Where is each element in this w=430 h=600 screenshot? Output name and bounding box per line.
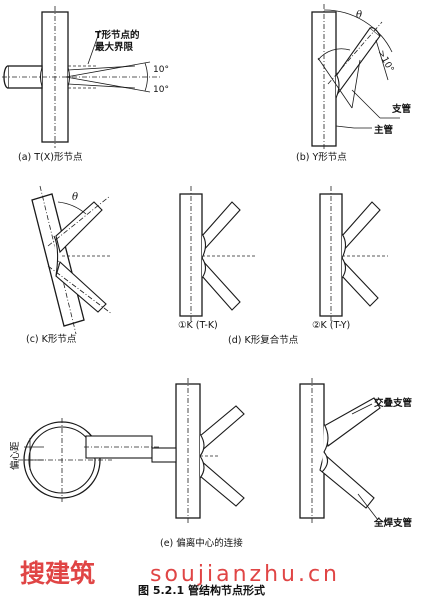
watermark-latin: soujianzhu.cn bbox=[150, 562, 340, 587]
panel-b-y-joint: θ >10° 支管 主管 (b) Y形节点 bbox=[296, 4, 412, 163]
t-limit-label-1: T形节点的 bbox=[95, 29, 140, 41]
panel-a-tx-joint: T形节点的 最大界限 10° 10° (a) T(X)形节点 bbox=[2, 6, 169, 163]
panel-c-k-joint: θ (c) K形节点 bbox=[26, 185, 113, 345]
branch-pipe-label: 支管 bbox=[391, 103, 412, 115]
theta-b: θ bbox=[356, 10, 362, 21]
watermark: 搜建筑 soujianzhu.cn bbox=[20, 559, 340, 588]
angle-10-upper: 10° bbox=[153, 65, 169, 75]
caption-d: (d) K形复合节点 bbox=[228, 334, 299, 346]
eccentricity-label: 偏心距 bbox=[9, 441, 21, 470]
caption-a: (a) T(X)形节点 bbox=[18, 151, 83, 163]
theta-c: θ bbox=[72, 192, 78, 203]
panel-d2-k-ty: ②K (T-Y) bbox=[312, 186, 388, 331]
caption-b: (b) Y形节点 bbox=[296, 151, 347, 163]
caption-d1: ①K (T-K) bbox=[178, 320, 218, 331]
full-weld-branch-label: 全焊支管 bbox=[373, 517, 413, 529]
figure-title: 图 5.2.1 管结构节点形式 bbox=[138, 583, 265, 597]
panel-e-eccentric: 偏心距 交叠支管 全焊支管 (e) 偏离中心的连接 bbox=[9, 378, 413, 549]
main-pipe-label: 主管 bbox=[374, 124, 394, 136]
watermark-cn: 搜建筑 bbox=[20, 559, 95, 588]
angle-10-lower: 10° bbox=[153, 85, 169, 95]
panel-d1-k-tk: ①K (T-K) bbox=[178, 186, 256, 331]
caption-e: (e) 偏离中心的连接 bbox=[160, 537, 243, 549]
caption-c: (c) K形节点 bbox=[26, 333, 77, 345]
overlap-branch-label: 交叠支管 bbox=[374, 397, 413, 409]
caption-d2: ②K (T-Y) bbox=[312, 320, 350, 331]
angle-gt-10: >10° bbox=[375, 49, 395, 74]
t-limit-label-2: 最大界限 bbox=[95, 41, 134, 53]
